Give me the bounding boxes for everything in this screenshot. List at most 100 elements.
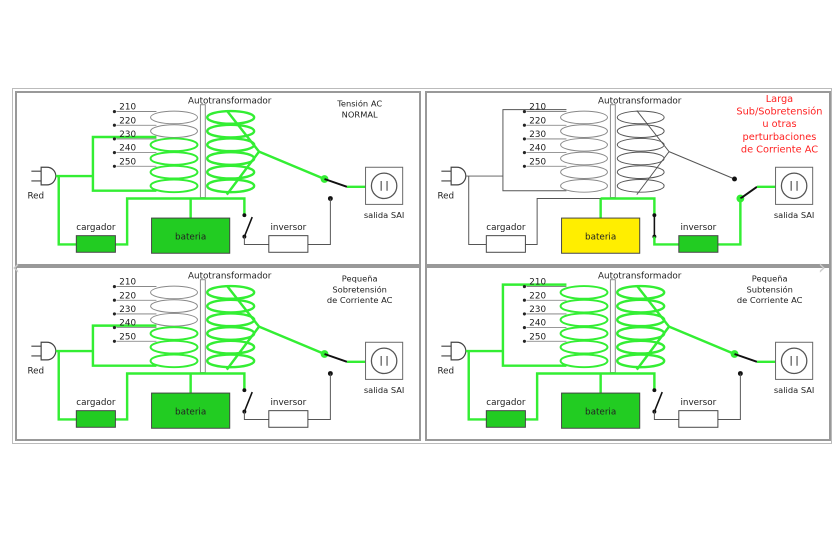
status-text: Tensión AC [336, 99, 382, 109]
prev-arrow-icon[interactable]: ‹ [12, 255, 20, 279]
transformer-core [609, 279, 616, 374]
transformer-core [609, 104, 616, 199]
output-label: salida SAI [774, 210, 815, 220]
secondary-coil [206, 353, 256, 369]
transfer-switch [734, 353, 758, 363]
tap-terminal [522, 123, 526, 127]
battery-switch [243, 391, 253, 412]
tap-label-220: 220 [529, 116, 546, 126]
input-wire [55, 135, 157, 192]
charger-label: cargador [486, 398, 526, 408]
transformer-output-wire [225, 284, 325, 371]
outlet-face [780, 347, 808, 375]
primary-coil [150, 312, 198, 327]
tap-label-210: 210 [119, 103, 136, 113]
battery-switch [243, 216, 253, 237]
secondary-coil [206, 312, 256, 328]
status-text: Pequeña [752, 274, 788, 284]
primary-coil [149, 326, 199, 341]
tap-terminal [112, 110, 116, 114]
plug-icon [31, 341, 57, 361]
primary-coil [560, 110, 608, 125]
secondary-coil [616, 312, 666, 328]
secondary-coil [616, 137, 665, 152]
input-wire [465, 109, 567, 192]
tap-terminal [112, 326, 116, 330]
plug-icon [31, 166, 57, 186]
tap-label-230: 230 [119, 130, 136, 140]
transfer-switch [324, 178, 348, 188]
primary-coil [150, 124, 198, 138]
primary-coil [149, 353, 199, 369]
transformer-output-wire [635, 284, 735, 371]
tap-terminal [112, 137, 116, 141]
battery-switch-terminal [242, 213, 247, 218]
status-text: Sobretensión [332, 284, 387, 294]
battery-label: bateria [585, 408, 616, 418]
charger-label: cargador [486, 223, 526, 233]
transformer-core [199, 104, 206, 199]
battery-label: bateria [585, 233, 616, 243]
primary-coil [559, 339, 609, 355]
inverter-box [678, 235, 719, 253]
mains-label: Red [437, 192, 454, 202]
tap-terminal [522, 298, 526, 302]
secondary-coil [616, 325, 666, 342]
battery-label: bateria [175, 233, 206, 243]
charger-box [75, 235, 116, 253]
battery-label: bateria [175, 408, 206, 418]
secondary-coil [616, 165, 665, 179]
inverter-label: inversor [270, 398, 306, 408]
tap-terminal [112, 285, 116, 289]
transformer-label: Autotransformador [598, 97, 682, 107]
switch-contact-line [730, 350, 739, 358]
mains-label: Red [437, 367, 454, 377]
primary-coil [560, 151, 608, 166]
charger-box [75, 410, 116, 428]
inverter-label: inversor [270, 223, 306, 233]
mains-label: Red [27, 192, 44, 202]
primary-coil [149, 164, 199, 180]
output-label: salida SAI [364, 385, 405, 395]
status-text: Subtensión [746, 284, 792, 294]
outlet-pins [790, 355, 798, 366]
battery-switch-terminal [242, 388, 247, 393]
status-text: de Corriente AC [737, 295, 803, 305]
battery-switch [653, 391, 663, 412]
tap-terminal [112, 339, 116, 343]
secondary-coil [206, 150, 256, 167]
battery-box [151, 392, 231, 429]
inverter-label: inversor [680, 398, 716, 408]
charger-wire [57, 351, 246, 421]
outlet-face [370, 347, 398, 375]
secondary-coil [616, 110, 665, 125]
primary-coil [150, 110, 198, 125]
primary-coil [560, 137, 608, 152]
tap-label-240: 240 [119, 319, 136, 329]
next-arrow-icon[interactable]: › [818, 255, 826, 279]
inverter-wire [243, 373, 331, 420]
tap-label-250: 250 [119, 157, 136, 167]
tap-label-250: 250 [119, 332, 136, 342]
tap-label-230: 230 [529, 305, 546, 315]
outlet-pins [380, 180, 388, 191]
tap-label-210: 210 [529, 278, 546, 288]
battery-box [561, 217, 641, 254]
charger-wire [467, 351, 656, 421]
transfer-switch [739, 186, 758, 200]
tap-label-250: 250 [529, 332, 546, 342]
input-wire [55, 324, 157, 367]
inverter-label: inversor [680, 223, 716, 233]
outlet-face [780, 172, 808, 200]
status-text: perturbaciones [743, 132, 817, 143]
tap-terminal [112, 151, 116, 155]
tap-label-220: 220 [119, 116, 136, 126]
outlet-pins [790, 180, 798, 191]
switch-contact-line [732, 176, 737, 182]
primary-coil [149, 137, 199, 153]
